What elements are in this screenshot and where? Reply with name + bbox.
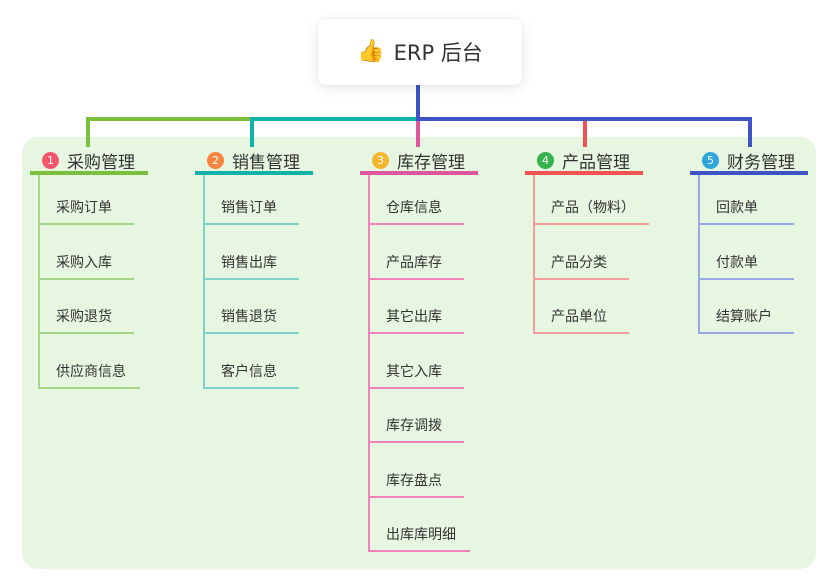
branch-title-label: 财务管理 [727,153,795,173]
branch-title-label: 采购管理 [67,153,135,173]
child-node[interactable]: 产品库存 [368,225,464,280]
branch-column-inventory: 3 库存管理 仓库信息 产品库存 其它出库 其它入库 库存调拨 库存盘点 出库库… [360,150,510,552]
child-node[interactable]: 销售退货 [203,279,299,334]
branch-title-finance[interactable]: 5 财务管理 [690,150,808,175]
child-node-label: 回款单 [716,200,758,216]
child-node[interactable]: 其它出库 [368,279,464,334]
branch-children: 采购订单 采购入库 采购退货 供应商信息 [30,175,180,389]
branch-number-badge: 2 [207,152,224,169]
branch-title-label: 产品管理 [562,153,630,173]
child-node[interactable]: 客户信息 [203,334,299,389]
child-node-label: 库存盘点 [386,472,442,489]
child-node[interactable]: 产品（物料） [533,175,649,225]
connector-bus-left [86,117,254,121]
child-node[interactable]: 销售订单 [203,175,299,225]
branch-number-badge: 5 [702,152,719,169]
child-node-label: 产品（物料） [551,200,635,216]
child-node[interactable]: 销售出库 [203,225,299,280]
child-node-label: 采购入库 [56,254,112,271]
child-node-label: 销售订单 [221,200,277,216]
thumbs-up-icon: 👍 [357,39,385,64]
connector-drop-inventory [416,121,420,147]
branch-title-label: 销售管理 [232,153,300,173]
child-node[interactable]: 采购订单 [38,175,134,225]
child-node[interactable]: 产品单位 [533,279,629,334]
connector-root-drop [416,84,420,117]
child-node-label: 产品分类 [551,254,607,271]
branch-title-sales[interactable]: 2 销售管理 [195,150,313,175]
child-node-label: 产品库存 [386,254,442,271]
connector-drop-finance [748,117,752,147]
branch-number-badge: 4 [537,152,554,169]
connector-bus-right [416,117,752,121]
branch-children: 产品（物料） 产品分类 产品单位 [525,175,675,334]
branch-children: 仓库信息 产品库存 其它出库 其它入库 库存调拨 库存盘点 出库库明细 [360,175,510,552]
child-node-label: 销售出库 [221,254,277,271]
child-node-label: 仓库信息 [386,200,442,216]
child-node-label: 付款单 [716,254,758,271]
connector-drop-purchase [86,117,90,147]
child-node[interactable]: 采购退货 [38,279,134,334]
child-node-label: 出库库明细 [386,527,456,543]
child-node-label: 其它入库 [386,363,442,380]
branch-children: 回款单 付款单 结算账户 [690,175,839,334]
child-node-label: 库存调拨 [386,418,442,434]
branch-column-finance: 5 财务管理 回款单 付款单 结算账户 [690,150,839,334]
child-node[interactable]: 供应商信息 [38,334,140,389]
root-node[interactable]: 👍 ERP 后台 [318,19,522,85]
child-node[interactable]: 出库库明细 [368,497,470,552]
root-node-label: ERP 后台 [393,41,483,65]
child-node[interactable]: 产品分类 [533,225,629,280]
branch-title-purchase[interactable]: 1 采购管理 [30,150,148,175]
branch-title-product[interactable]: 4 产品管理 [525,150,643,175]
branch-column-purchase: 1 采购管理 采购订单 采购入库 采购退货 供应商信息 [30,150,180,389]
branch-title-inventory[interactable]: 3 库存管理 [360,150,478,175]
child-node-label: 销售退货 [221,309,277,325]
branch-column-product: 4 产品管理 产品（物料） 产品分类 产品单位 [525,150,675,334]
child-node-label: 其它出库 [386,309,442,325]
branch-title-label: 库存管理 [397,153,465,173]
child-node[interactable]: 其它入库 [368,334,464,389]
child-node[interactable]: 仓库信息 [368,175,464,225]
child-node[interactable]: 库存调拨 [368,388,464,443]
connector-bus-mid [252,117,418,121]
child-node[interactable]: 结算账户 [698,279,794,334]
branch-number-badge: 1 [42,152,59,169]
child-node[interactable]: 回款单 [698,175,794,225]
child-node-label: 供应商信息 [56,363,126,380]
child-node-label: 产品单位 [551,309,607,325]
branch-number-badge: 3 [372,152,389,169]
child-node[interactable]: 库存盘点 [368,443,464,498]
branch-column-sales: 2 销售管理 销售订单 销售出库 销售退货 客户信息 [195,150,345,389]
child-node-label: 客户信息 [221,363,277,380]
child-node-label: 采购退货 [56,309,112,325]
connector-drop-sales [250,117,254,147]
branch-children: 销售订单 销售出库 销售退货 客户信息 [195,175,345,389]
child-node-label: 采购订单 [56,200,112,216]
child-node[interactable]: 付款单 [698,225,794,280]
connector-drop-product [583,121,587,147]
child-node-label: 结算账户 [716,309,772,325]
child-node[interactable]: 采购入库 [38,225,134,280]
